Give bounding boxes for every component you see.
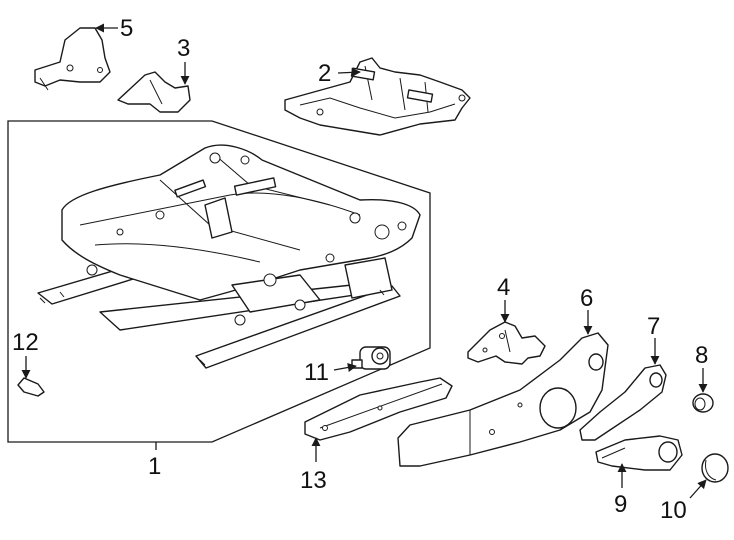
callout-10: 10 — [660, 497, 687, 524]
cap-part-8 — [692, 393, 714, 413]
callout-12: 12 — [12, 329, 39, 356]
callout-6: 6 — [580, 285, 593, 312]
cap-part-10 — [701, 453, 729, 483]
seat-frame-assembly — [37, 144, 421, 369]
seat-cushion-pan — [284, 57, 471, 136]
callout-8: 8 — [695, 342, 708, 369]
motor-part-11 — [351, 346, 391, 370]
callout-11: 11 — [304, 359, 329, 386]
callout-13: 13 — [300, 467, 327, 494]
handle-part-9 — [595, 435, 683, 471]
callout-5: 5 — [120, 15, 133, 42]
callout-7: 7 — [647, 313, 660, 340]
callout-2-leader — [337, 67, 361, 77]
shield-part-5 — [34, 27, 111, 91]
assembly-frame — [7, 120, 431, 443]
side-trim-part-6 — [397, 332, 609, 467]
bracket-part-3 — [117, 71, 191, 113]
recliner-cover-part-7 — [579, 364, 667, 441]
callout-2: 2 — [318, 60, 331, 87]
callout-1: 1 — [148, 453, 161, 480]
bracket-part-4 — [467, 321, 546, 365]
callout-10-leader — [689, 479, 707, 499]
callout-9: 9 — [614, 491, 627, 518]
callout-3: 3 — [177, 35, 190, 62]
clip-part-12 — [17, 377, 45, 397]
callout-4: 4 — [497, 274, 510, 301]
callout-11-leader — [333, 362, 357, 372]
